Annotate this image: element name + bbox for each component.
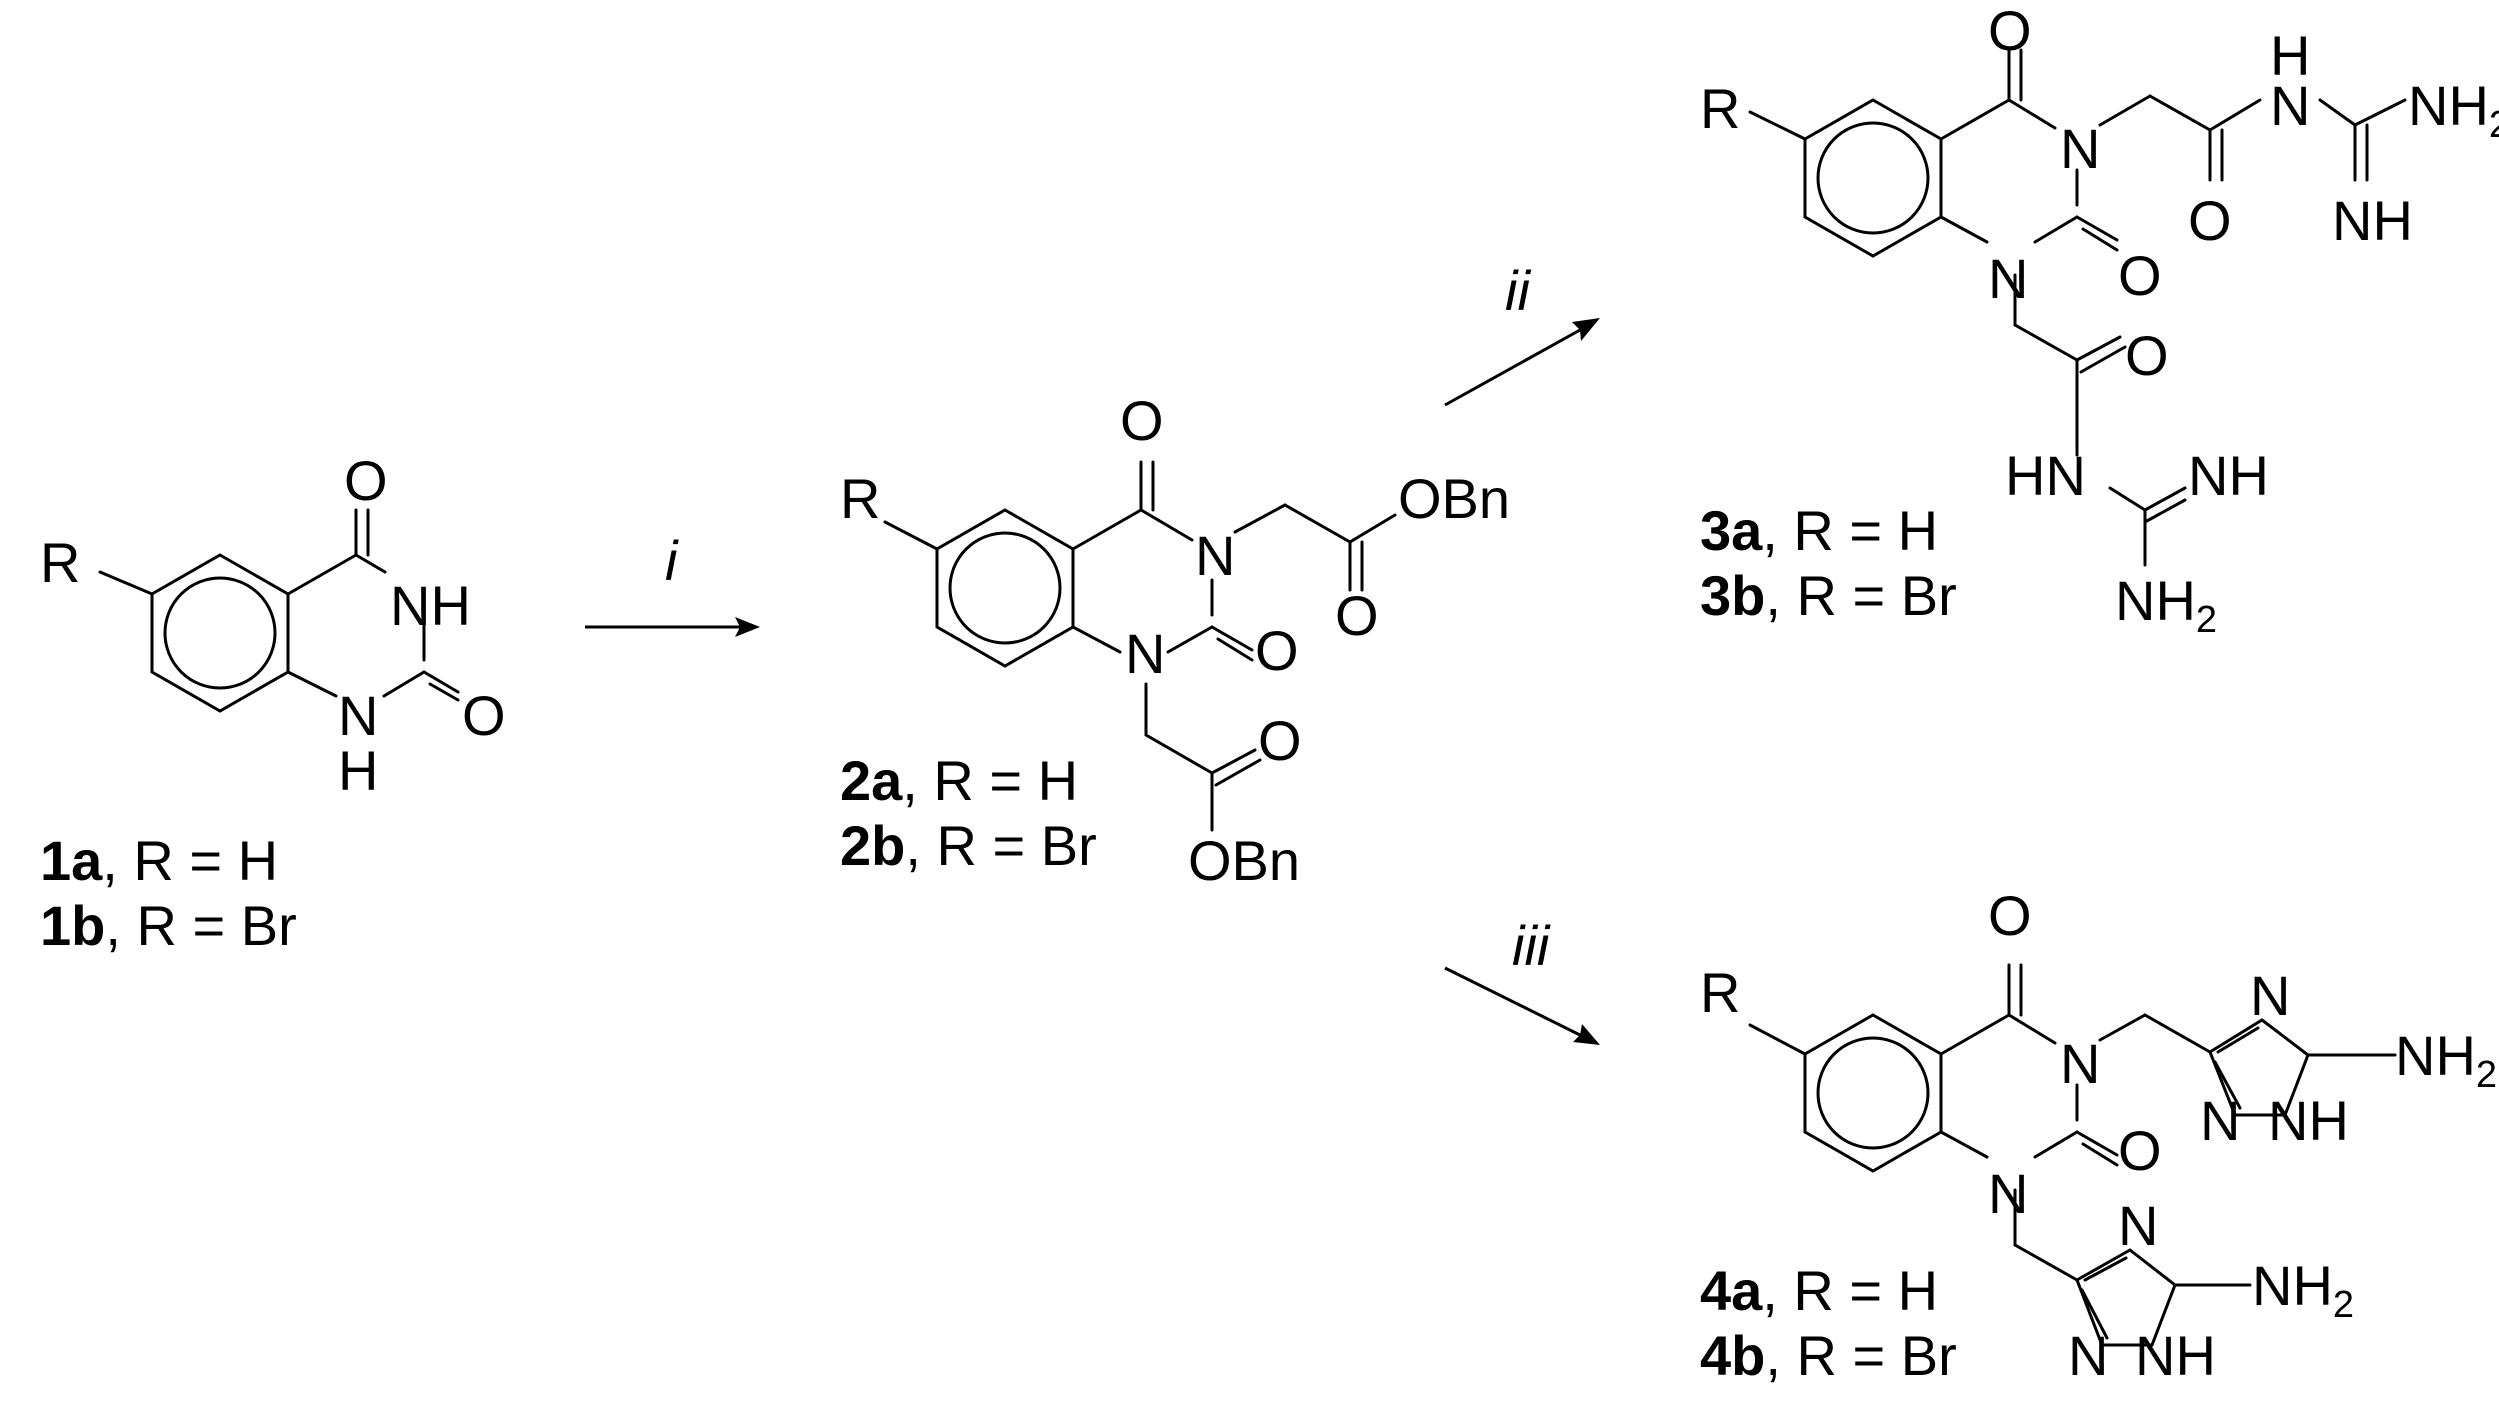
compound-4-n-3: N: [2060, 1032, 2100, 1095]
compound-1-n-1: N: [338, 684, 378, 747]
compound-4-r-label: R: [1700, 961, 1740, 1024]
compound-4-nh2-bottom: NH2: [2252, 1254, 2354, 1326]
compound-4-carbonyl-o-2: O: [2118, 1119, 2162, 1182]
compound-4-structure: R O N O N N N NH NH2 N N NH NH2: [1700, 884, 2497, 1387]
compound-1-structure: R O NH O N H: [40, 449, 506, 802]
compound-4-triazole-bottom-n4: N: [2118, 1194, 2158, 1257]
compound-4-labels: 4a, R = H 4b, R = Br: [1700, 1259, 1957, 1387]
compound-2-r-label: R: [840, 467, 880, 530]
compound-4-nh2-top: NH2: [2395, 1024, 2497, 1096]
compound-1-carbonyl-o-2: O: [462, 684, 506, 747]
reaction-arrow-iii: iii: [1444, 914, 1600, 1045]
condition-iii-label: iii: [1512, 914, 1551, 977]
compound-1-r-label: R: [40, 531, 80, 594]
compound-2-carbonyl-o-2: O: [1255, 619, 1299, 682]
compound-4a-label: 4a, R = H: [1700, 1259, 1938, 1322]
compound-4-carbonyl-o-top: O: [1988, 884, 2032, 947]
compound-3-nh-imine-bottom: NH: [2188, 444, 2269, 507]
compound-2-n-3: N: [1195, 524, 1235, 587]
compound-4-n-1: N: [1988, 1162, 2028, 1225]
compound-4-triazole-top-nh: NH: [2268, 1089, 2349, 1152]
compound-4b-label: 4b, R = Br: [1700, 1324, 1957, 1387]
compound-1-carbonyl-o-top: O: [344, 449, 388, 512]
compound-3-amide-o-top: O: [2188, 189, 2232, 252]
compound-3a-label: 3a, R = H: [1700, 499, 1938, 562]
compound-1a-label: 1a, R = H: [40, 829, 278, 892]
compound-3-r-label: R: [1700, 77, 1740, 140]
compound-3-carbonyl-o-top: O: [1988, 0, 2032, 62]
compound-2-ester-o-bottom: O: [1258, 709, 1302, 772]
compound-2-carbonyl-o-top: O: [1120, 389, 1164, 452]
condition-ii-label: ii: [1505, 259, 1531, 322]
compound-3-hn-bottom: HN: [2005, 444, 2086, 507]
compound-3-bonds: [1748, 48, 2407, 567]
compound-3-n-3: N: [2060, 117, 2100, 180]
reaction-arrow-i: i: [585, 529, 760, 637]
compound-3-carbonyl-o-2: O: [2118, 244, 2162, 307]
compound-2-obn-top: OBn: [1398, 467, 1510, 530]
compound-4-triazole-top-n2: N: [2200, 1089, 2240, 1152]
compound-2-bonds: [883, 460, 1397, 832]
compound-2-structure: R O N O N OBn O O OBn: [840, 389, 1510, 892]
compound-3-labels: 3a, R = H 3b, R = Br: [1700, 499, 1957, 627]
compound-3-nh2-top: NH2: [2408, 74, 2499, 146]
compound-1-nh-3: NH: [390, 574, 471, 637]
compound-3-nh-imine-top: NH: [2332, 189, 2413, 252]
compound-4-triazole-bottom-nh: NH: [2135, 1324, 2216, 1387]
compound-2b-label: 2b, R = Br: [840, 814, 1097, 877]
compound-1-h-1: H: [338, 739, 378, 802]
compound-3b-label: 3b, R = Br: [1700, 564, 1957, 627]
compound-3-nh2-bottom: NH2: [2115, 569, 2217, 641]
compound-4-triazole-top-n4: N: [2250, 964, 2290, 1027]
compound-3-n-1: N: [1988, 247, 2028, 310]
condition-i-label: i: [665, 529, 679, 592]
compound-1b-label: 1b, R = Br: [40, 894, 297, 957]
compound-2-obn-bottom: OBn: [1188, 829, 1300, 892]
compound-3-structure: R O N O N O H N NH2 NH O HN NH NH2: [1700, 0, 2499, 641]
compound-2-ester-o-top: O: [1335, 584, 1379, 647]
compound-1-bonds: [98, 508, 460, 713]
reaction-arrow-ii: ii: [1444, 259, 1600, 407]
compound-3-amide-o-bottom: O: [2125, 324, 2169, 387]
compound-1-labels: 1a, R = H 1b, R = Br: [40, 829, 297, 957]
compound-2-n-1: N: [1125, 622, 1165, 685]
compound-3-n-top: N: [2270, 74, 2310, 137]
compound-2-labels: 2a, R = H 2b, R = Br: [840, 749, 1097, 877]
compound-2a-label: 2a, R = H: [840, 749, 1078, 812]
compound-4-bonds: [1748, 963, 2397, 1347]
compound-3-h-top: H: [2270, 24, 2310, 87]
compound-4-triazole-bottom-n2: N: [2068, 1324, 2108, 1387]
